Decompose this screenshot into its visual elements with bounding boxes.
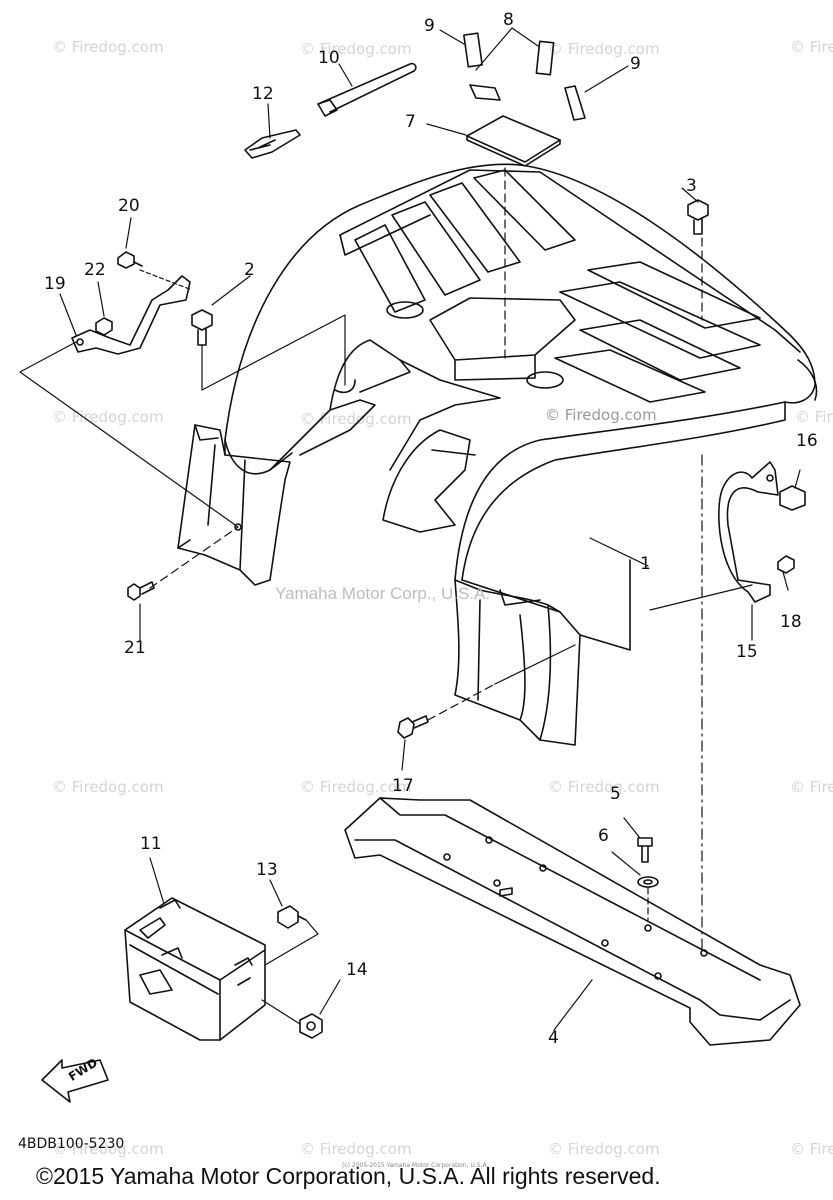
callout-3: 3 (686, 176, 697, 196)
callout-21: 21 (124, 638, 146, 658)
part-11-case (124, 897, 323, 1041)
callout-20: 20 (118, 196, 140, 216)
callout-5: 5 (610, 784, 621, 804)
callout-10: 10 (318, 48, 340, 68)
watermark: © Firedog.com (795, 408, 833, 426)
stay-15 (718, 461, 806, 603)
center-watermark: Yamaha Motor Corp., U.S.A. (275, 584, 491, 603)
callout-12: 12 (252, 84, 274, 104)
watermark: © Firedog.com (790, 778, 833, 796)
callout-7: 7 (405, 112, 416, 132)
watermark: © Firedog.com (548, 778, 660, 796)
watermark: © Firedog.com (300, 410, 412, 428)
watermark: © Firedog.com (300, 778, 412, 796)
watermark: © Firedog.com (52, 1140, 164, 1158)
callout-22: 22 (84, 260, 106, 280)
callout-19: 19 (44, 274, 66, 294)
watermark: © Firedog.com (548, 40, 660, 58)
watermark: © Firedog.com (300, 40, 412, 58)
callout-11: 11 (140, 834, 162, 854)
tiny-copyright-note: (c) 2005-2015 Yamaha Motor Corporation, … (342, 1162, 489, 1169)
left-mud-flap (177, 424, 291, 586)
catalog-code: 4BDB100-5230 (18, 1136, 125, 1152)
part-4-tray (344, 797, 801, 1046)
part-9-pad (564, 85, 586, 121)
callout-4: 4 (548, 1028, 559, 1048)
part-8-pad-right (535, 40, 555, 76)
part-7-pad (466, 115, 561, 163)
callout-8: 8 (503, 10, 514, 30)
callout-6: 6 (598, 826, 609, 846)
callout-16: 16 (796, 431, 818, 451)
callout-15: 15 (736, 642, 758, 662)
callout-9: 9 (630, 54, 641, 74)
small-parts-top (244, 32, 586, 167)
part-10-band (317, 62, 417, 113)
part-8-pad-left (463, 32, 483, 68)
callout-2: 2 (244, 260, 255, 280)
callout-13: 13 (256, 860, 278, 880)
watermark: © Firedog.com (52, 408, 164, 426)
rear-fender-part (224, 163, 818, 746)
callout-1: 1 (640, 554, 651, 574)
watermark: © Firedog.com (52, 778, 164, 796)
bolt-17 (397, 715, 429, 739)
stay-19 (71, 251, 191, 355)
watermark: © Firedog.com (548, 1140, 660, 1158)
part-8-pad-lower (469, 84, 501, 101)
callout-14: 14 (346, 960, 368, 980)
bolt-21 (127, 581, 155, 601)
watermark: © Firedog.com (52, 38, 164, 56)
watermark: © Firedog.com (790, 1140, 833, 1158)
fwd-arrow-icon (41, 1059, 109, 1103)
callout-9: 9 (424, 16, 435, 36)
leader-lines (19, 27, 801, 1031)
screw-5-washer-6 (637, 837, 659, 888)
copyright-notice: ©2015 Yamaha Motor Corporation, U.S.A. A… (36, 1163, 661, 1189)
callout-17: 17 (392, 776, 414, 796)
callout-18: 18 (780, 612, 802, 632)
watermark: © Firedog.com (300, 1140, 412, 1158)
part-12-clip (244, 129, 301, 159)
watermark: © Firedog.com (790, 38, 833, 56)
watermark: © Firedog.com (545, 406, 657, 424)
